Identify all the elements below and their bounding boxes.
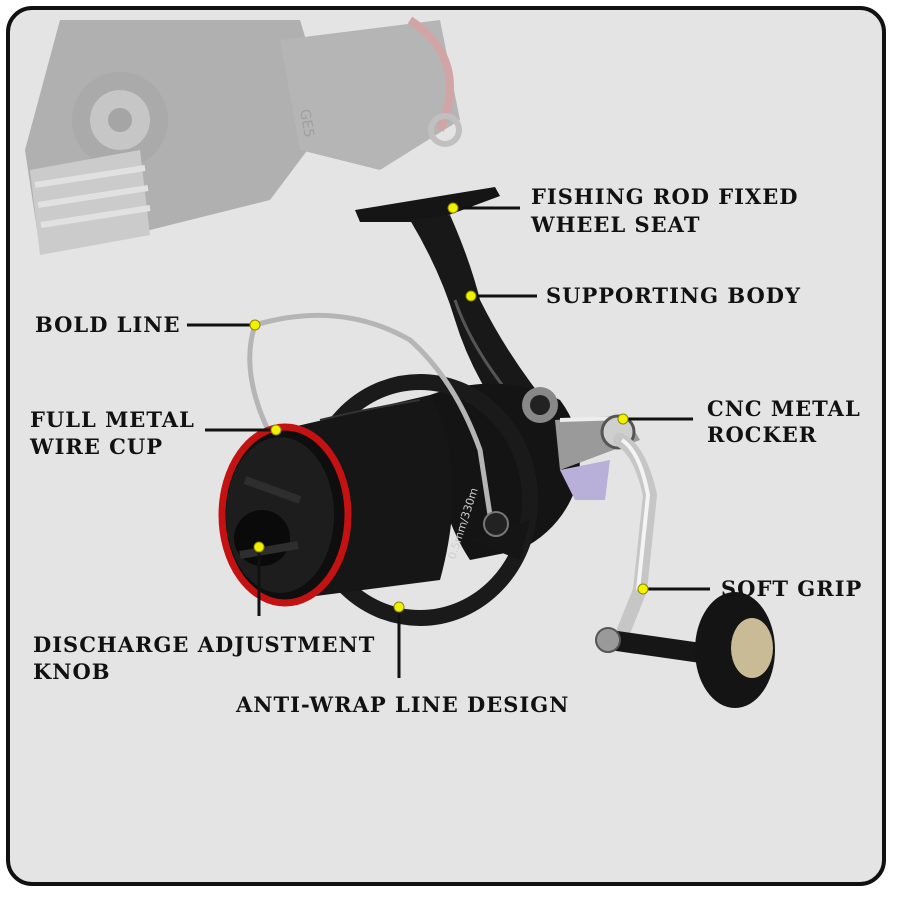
label-soft-grip: SOFT GRIP xyxy=(721,576,863,601)
label-rod-seat-line1: FISHING ROD FIXED xyxy=(531,184,799,209)
label-cnc-rocker-line1: CNC METAL xyxy=(707,396,861,421)
background-reel-ghost: GE5 xyxy=(25,16,462,255)
ghost-model-text: GE5 xyxy=(296,108,317,139)
callout-dots xyxy=(249,202,649,613)
label-discharge-line2: KNOB xyxy=(33,659,111,684)
label-rod-seat-line2: WHEEL SEAT xyxy=(531,212,701,237)
label-supporting-body: SUPPORTING BODY xyxy=(546,283,801,308)
label-wire-cup-line2: WIRE CUP xyxy=(30,434,163,459)
bail-wire xyxy=(254,312,493,516)
label-wire-cup-line1: FULL METAL xyxy=(30,407,195,432)
callout-lines xyxy=(187,206,710,678)
line-roller xyxy=(483,511,509,537)
label-anti-wrap: ANTI-WRAP LINE DESIGN xyxy=(236,692,570,717)
label-bold-line: BOLD LINE xyxy=(35,312,181,337)
label-discharge-line1: DISCHARGE ADJUSTMENT xyxy=(33,632,376,657)
handle-knob xyxy=(695,592,775,708)
label-cnc-rocker-line2: ROCKER xyxy=(707,422,818,447)
crank-handle xyxy=(595,414,725,665)
spool: 0.5mm/330m xyxy=(218,395,481,607)
